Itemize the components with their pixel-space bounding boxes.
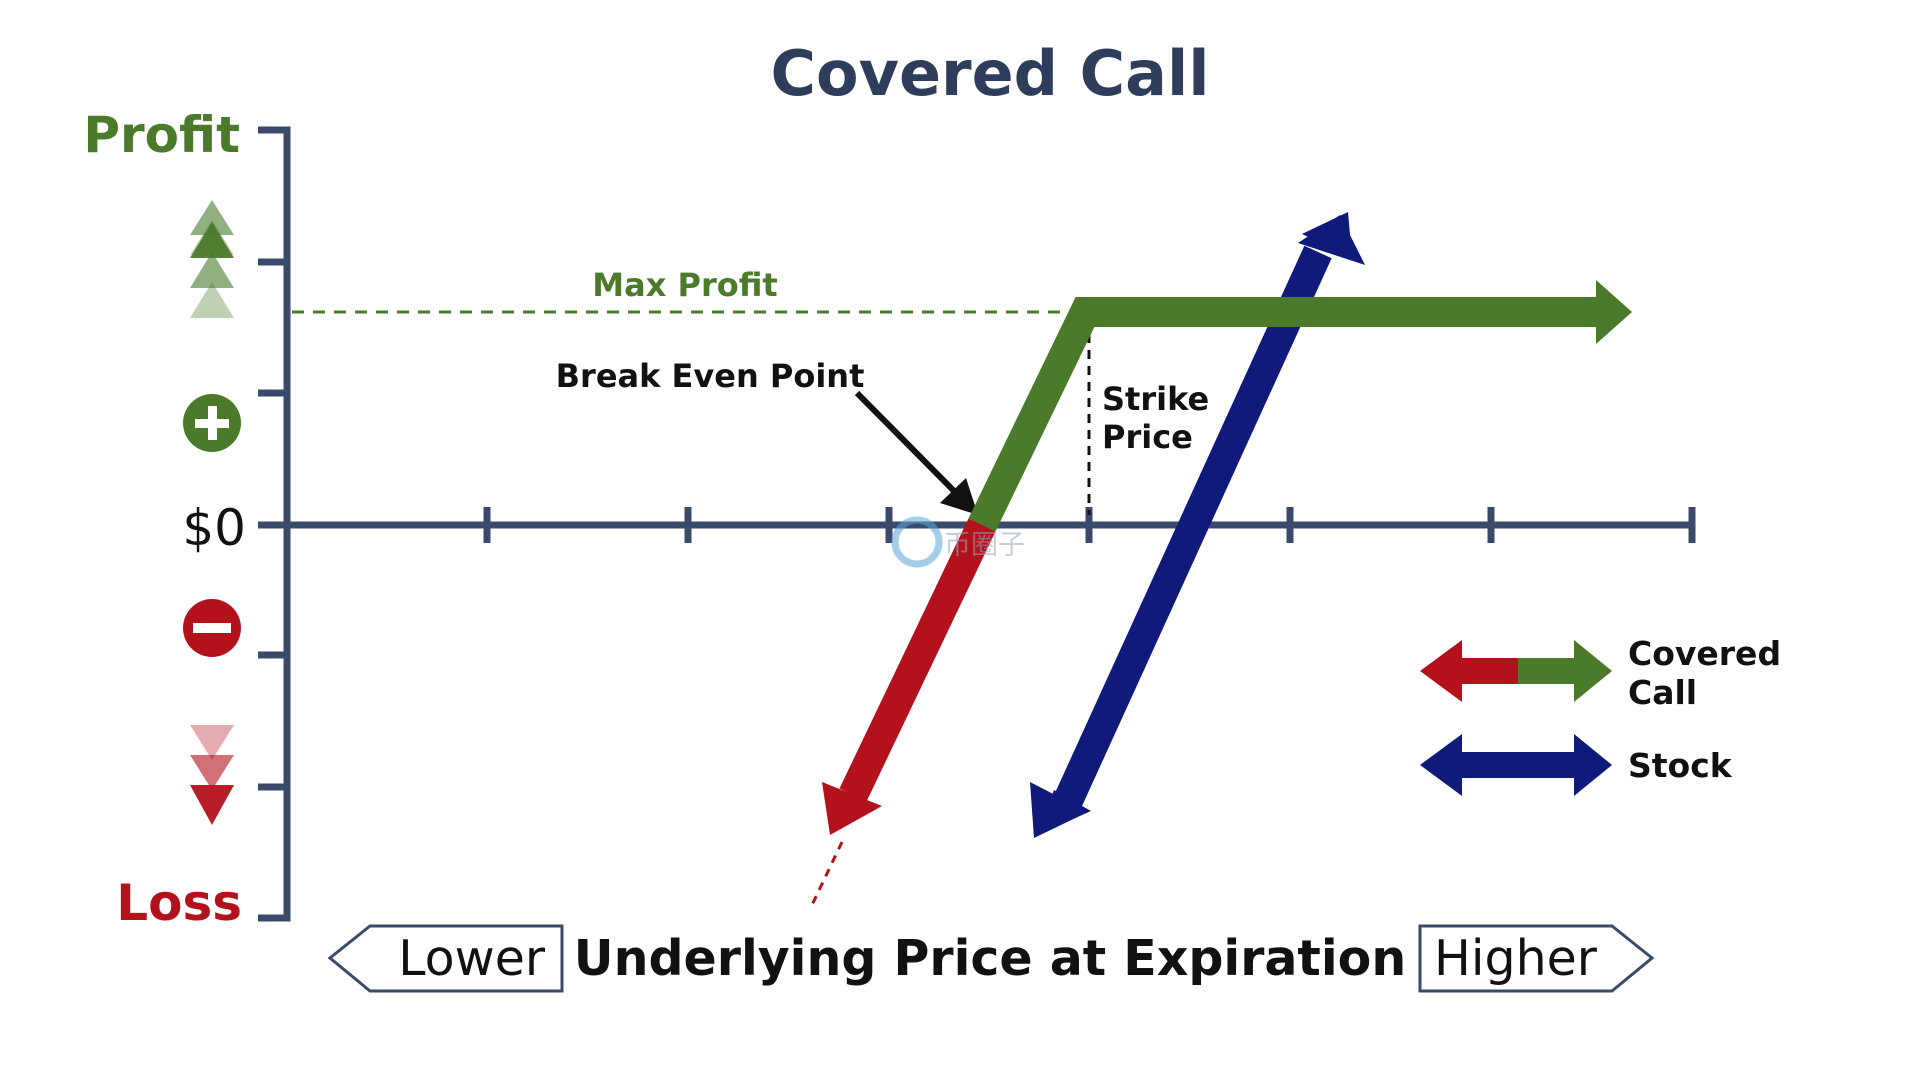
x-axis-title: Underlying Price at Expiration [574, 930, 1406, 987]
break-even-label: Break Even Point [556, 357, 865, 395]
strike-price-label-line1: Strike [1102, 380, 1209, 418]
stock-payoff-line [1030, 212, 1365, 838]
covered-call-profit-segment [968, 280, 1632, 532]
lower-label: Lower [398, 930, 546, 987]
higher-label: Higher [1434, 930, 1598, 987]
legend-covered-call-arrow-icon [1420, 640, 1612, 702]
loss-down-arrows-icon [190, 725, 234, 825]
lower-direction-box: Lower [327, 924, 564, 993]
strike-price-label-line2: Price [1102, 418, 1193, 456]
minus-circle-icon [183, 599, 241, 657]
higher-direction-box: Higher [1418, 924, 1655, 993]
chart-title: Covered Call [771, 37, 1210, 110]
plus-circle-icon [183, 394, 241, 452]
legend-stock-arrow-icon [1420, 734, 1612, 796]
legend-stock-label: Stock [1628, 746, 1733, 785]
covered-call-loss-segment [810, 518, 996, 906]
x-axis-ticks [483, 507, 1696, 543]
legend-covered-call-line2: Call [1628, 673, 1697, 712]
watermark-text: 币圈子 [944, 530, 1025, 561]
legend: Covered Call Stock [1420, 634, 1781, 796]
max-profit-label: Max Profit [592, 266, 777, 304]
y-axis-ticks [258, 258, 287, 791]
loss-label: Loss [116, 874, 242, 932]
profit-triangle-stack [190, 222, 234, 318]
legend-covered-call-line1: Covered [1628, 634, 1781, 673]
watermark-logo: 币圈子 [891, 516, 1025, 568]
zero-label: $0 [182, 499, 246, 557]
break-even-pointer-arrow [854, 390, 978, 515]
profit-label: Profit [83, 106, 240, 164]
